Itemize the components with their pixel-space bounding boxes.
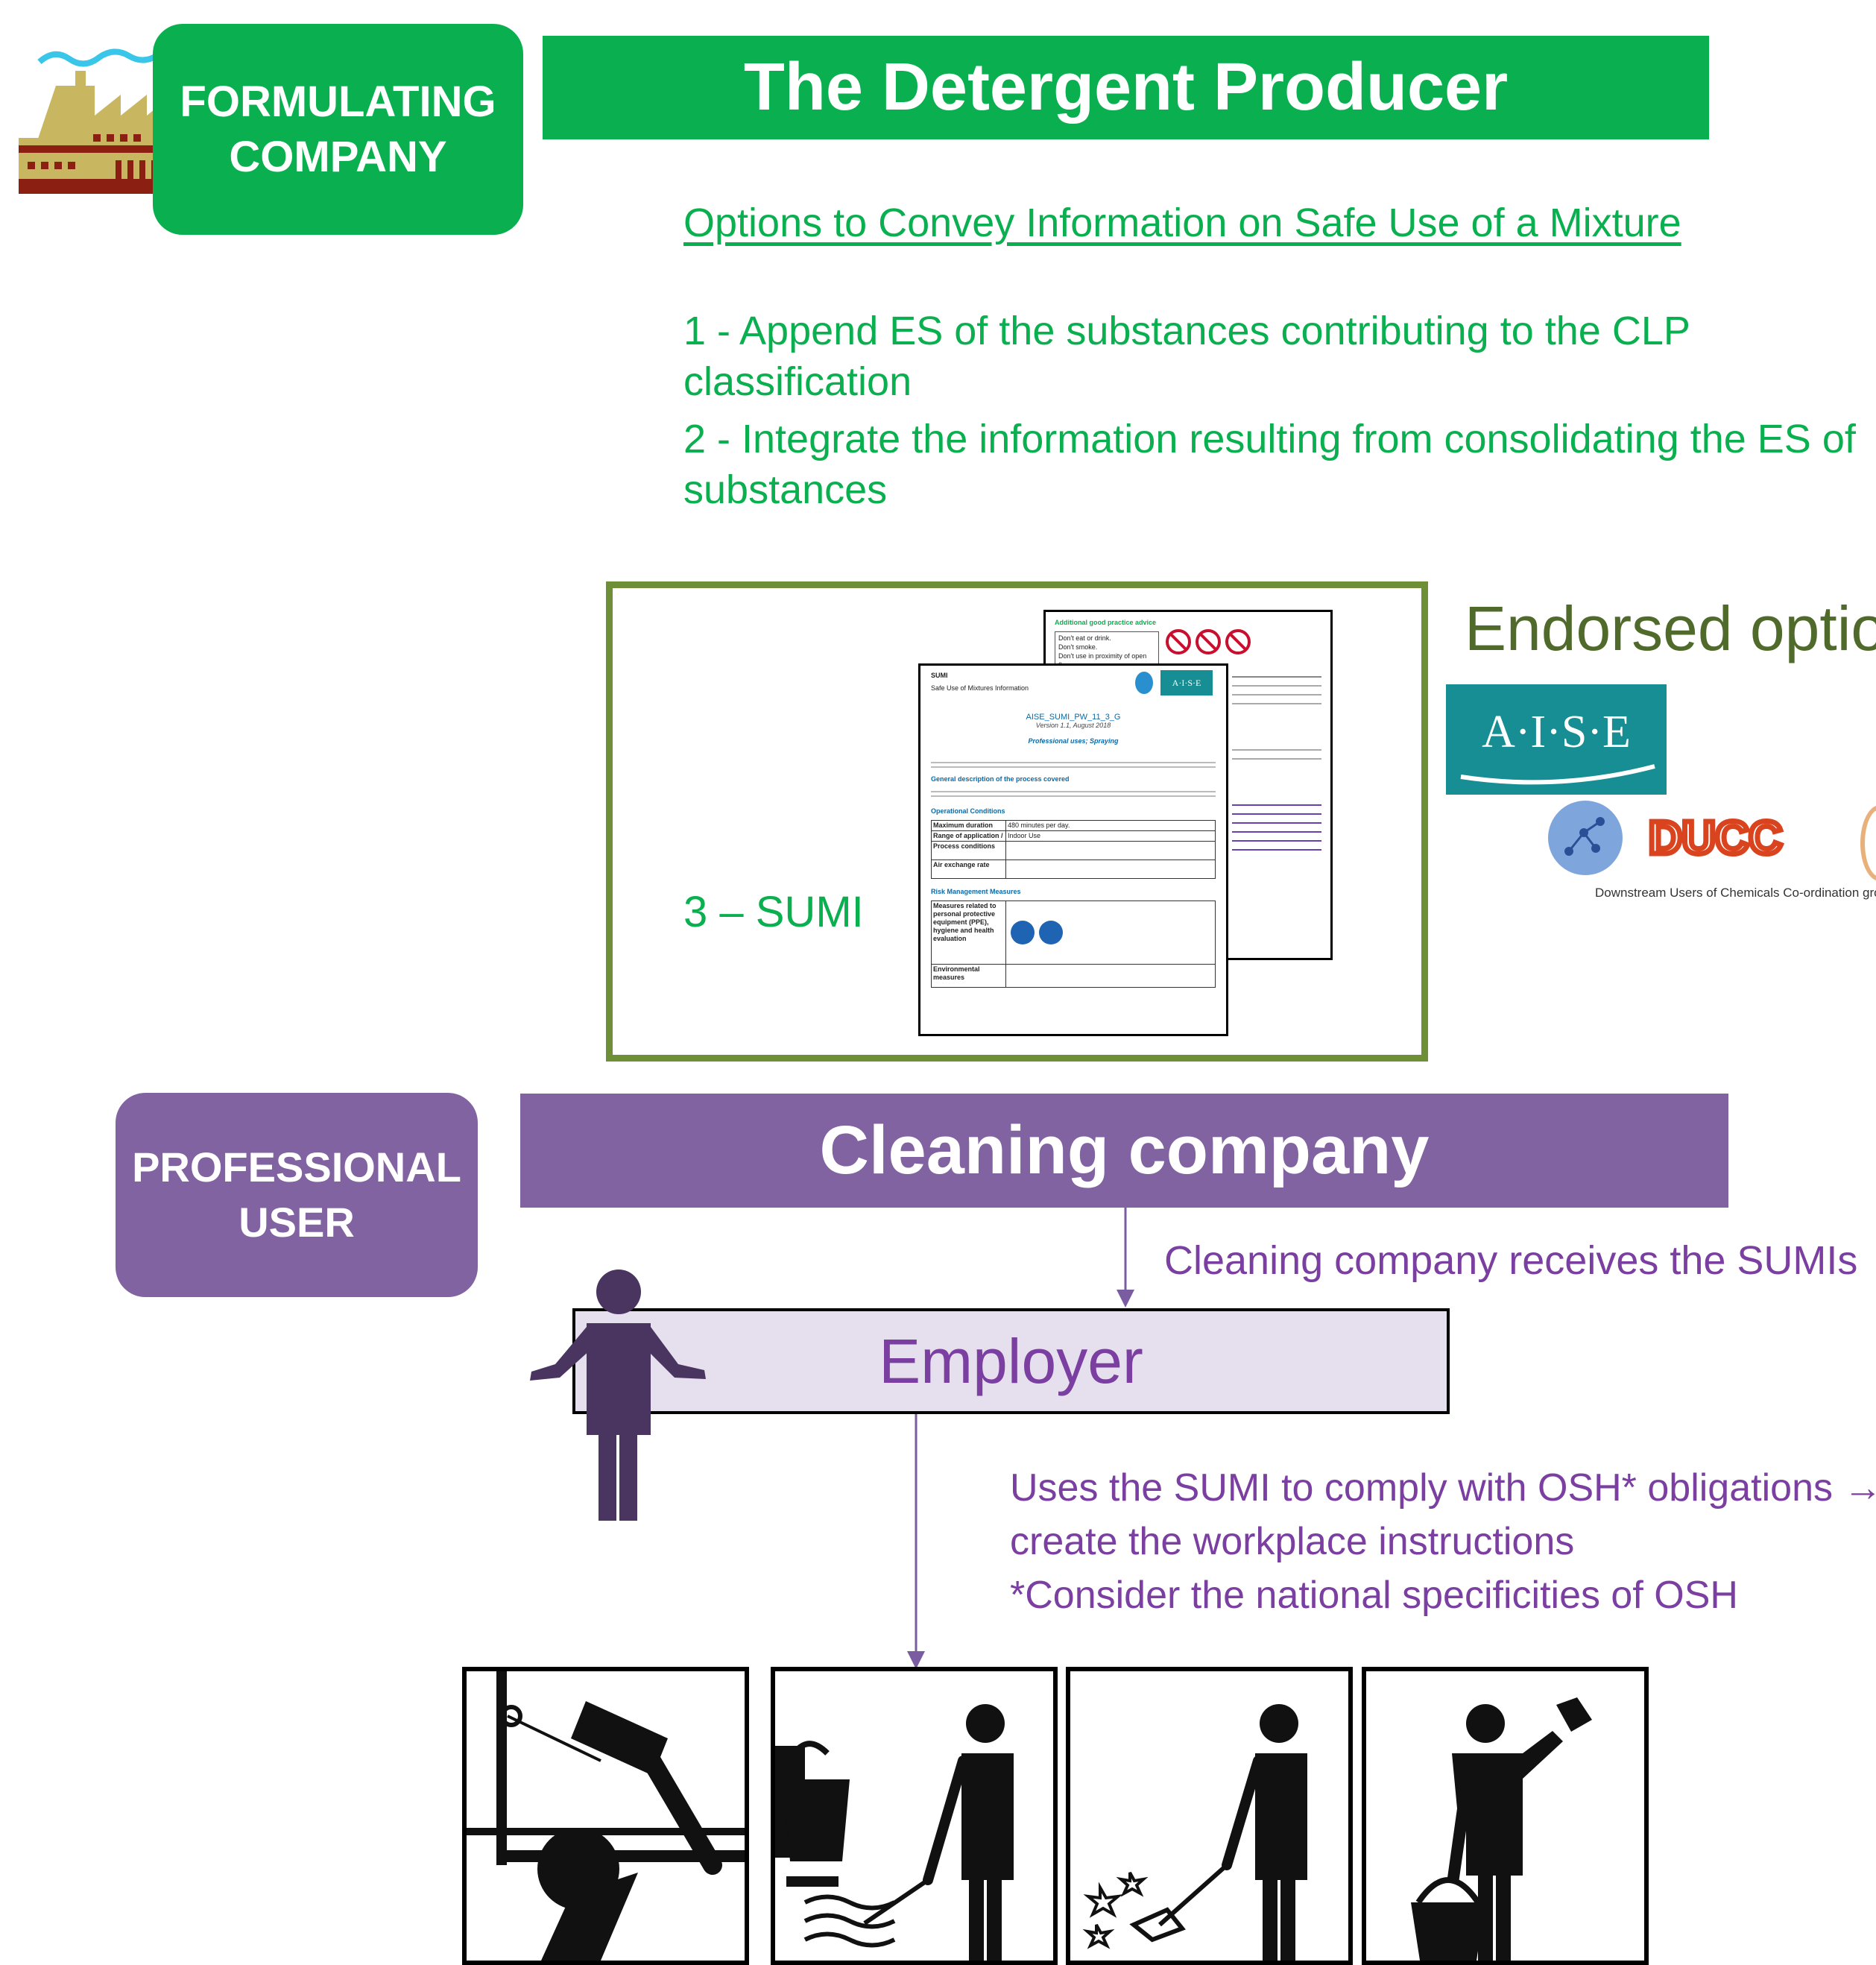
mopping-icon bbox=[771, 1667, 1058, 1965]
window-cleaning-icon bbox=[462, 1667, 749, 1965]
osh-line-3: *Consider the national specificities of … bbox=[1010, 1574, 1738, 1617]
arrow-to-employer bbox=[1114, 1208, 1137, 1308]
osh-line-2: create the workplace instructions bbox=[1010, 1520, 1575, 1563]
front-header-sumi: SUMI bbox=[931, 672, 948, 679]
arrow-to-pictograms bbox=[905, 1414, 927, 1671]
option-3-sumi: 3 – SUMI bbox=[683, 888, 864, 936]
front-version: Version 1.1, August 2018 bbox=[1035, 722, 1111, 729]
detergent-producer-title: The Detergent Producer bbox=[543, 36, 1709, 139]
sumi-document-front-page: SUMI Safe Use of Mixtures Information A·… bbox=[918, 663, 1228, 1036]
aise-logo: A·I·S·E bbox=[1446, 684, 1667, 795]
row-air-exchange: Air exchange rate bbox=[932, 860, 1006, 878]
row-range: Range of application / bbox=[932, 831, 1006, 841]
back-line-1: Don't eat or drink. bbox=[1058, 634, 1111, 642]
section-general: General description of the process cover… bbox=[931, 775, 1070, 783]
option-1: 1 - Append ES of the substances contribu… bbox=[683, 309, 1690, 404]
molecule-logo-icon bbox=[1547, 799, 1624, 877]
receives-sumis-note: Cleaning company receives the SUMIs bbox=[1164, 1238, 1858, 1283]
back-page-heading: Additional good practice advice bbox=[1055, 619, 1157, 626]
front-professional-uses: Professional uses; Spraying bbox=[1028, 737, 1119, 745]
cleaning-company-title: Cleaning company bbox=[520, 1094, 1728, 1208]
aise-mini-logo: A·I·S·E bbox=[1160, 670, 1213, 696]
ducc-logo-text: DUCC bbox=[1649, 816, 1782, 861]
row-max-duration-value: 480 minutes per day. bbox=[1008, 821, 1070, 829]
row-ppe: Measures related to personal protective … bbox=[932, 901, 1006, 964]
prohibition-icons bbox=[1165, 627, 1254, 657]
option-2: 2 - Integrate the information resulting … bbox=[683, 417, 1856, 512]
section-rmm: Risk Management Measures bbox=[931, 888, 1021, 895]
ducc-logo: DUCC bbox=[1649, 816, 1842, 861]
back-line-2: Don't smoke. bbox=[1058, 643, 1098, 651]
osh-line-1: Uses the SUMI to comply with OSH* obliga… bbox=[1010, 1466, 1876, 1510]
row-max-duration: Maximum duration bbox=[932, 821, 1006, 830]
endorsed-option-label: Endorsed option bbox=[1465, 593, 1876, 663]
gloves-icon bbox=[1011, 921, 1035, 944]
employer-box: Employer bbox=[572, 1308, 1450, 1414]
section-operational: Operational Conditions bbox=[931, 807, 1005, 815]
ducc-caption: Downstream Users of Chemicals Co-ordinat… bbox=[1595, 886, 1876, 900]
options-heading: Options to Convey Information on Safe Us… bbox=[683, 201, 1681, 245]
row-process: Process conditions bbox=[932, 842, 1006, 860]
goggles-icon bbox=[1039, 921, 1063, 944]
person-shrug-icon bbox=[525, 1267, 712, 1524]
wiping-icon bbox=[1362, 1667, 1649, 1965]
front-code: AISE_SUMI_PW_11_3_G bbox=[1026, 713, 1121, 722]
partial-logo-icon bbox=[1860, 805, 1876, 881]
osh-obligations-note: Uses the SUMI to comply with OSH* obliga… bbox=[1010, 1461, 1876, 1622]
aise-logo-text: A·I·S·E bbox=[1482, 706, 1631, 757]
front-header-subtitle: Safe Use of Mixtures Information bbox=[931, 684, 1029, 692]
row-environmental: Environmental measures bbox=[932, 965, 1006, 987]
sweeping-icon bbox=[1066, 1667, 1353, 1965]
row-range-value: Indoor Use bbox=[1008, 832, 1041, 839]
clean-logo-icon bbox=[1135, 672, 1153, 694]
